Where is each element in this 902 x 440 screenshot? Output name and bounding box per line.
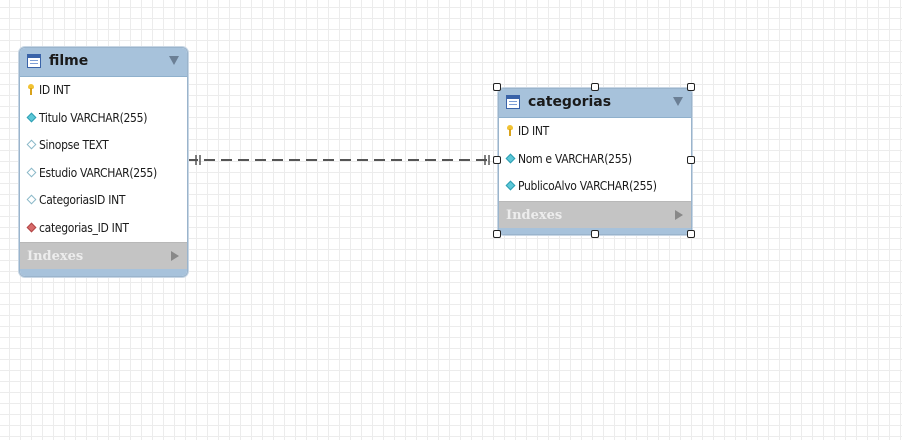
- column-row[interactable]: ID INT: [20, 77, 187, 105]
- column-label: ID INT: [39, 83, 70, 97]
- primary-key-icon: [28, 84, 34, 95]
- column-row[interactable]: Titulo VARCHAR(255): [20, 105, 187, 133]
- table-icon: [506, 95, 520, 109]
- column-row[interactable]: Nom e VARCHAR(255): [499, 146, 691, 174]
- column-row[interactable]: Estudio VARCHAR(255): [20, 160, 187, 188]
- primary-key-icon: [507, 125, 513, 136]
- resize-handle-bottom[interactable]: [591, 230, 599, 238]
- column-row[interactable]: categorias_ID INT: [20, 215, 187, 243]
- resize-handle-top-left[interactable]: [493, 83, 501, 91]
- resize-handle-bottom-left[interactable]: [493, 230, 501, 238]
- nullable-diamond-icon: [26, 167, 37, 177]
- column-label: CategoriasID INT: [39, 193, 126, 207]
- not-null-diamond-icon: [26, 112, 37, 122]
- table-title[interactable]: categorias: [528, 94, 612, 110]
- indexes-section[interactable]: Indexes: [499, 200, 691, 228]
- table-header[interactable]: filme: [20, 48, 187, 77]
- column-label: Estudio VARCHAR(255): [39, 165, 157, 180]
- expand-arrow-icon[interactable]: [675, 209, 683, 220]
- indexes-label: Indexes: [506, 207, 563, 223]
- column-row[interactable]: CategoriasID INT: [20, 187, 187, 215]
- indexes-label: Indexes: [27, 249, 84, 264]
- table-title[interactable]: filme: [49, 53, 89, 69]
- column-label: Nom e VARCHAR(255): [518, 151, 632, 166]
- resize-handle-left[interactable]: [493, 156, 501, 164]
- nullable-diamond-icon: [26, 194, 37, 205]
- table-filme[interactable]: filme ID INT Titulo VARCHAR(255) Sinopse…: [19, 47, 188, 277]
- foreign-key-diamond-icon: [26, 222, 37, 232]
- column-row[interactable]: Sinopse TEXT: [20, 132, 187, 160]
- not-null-diamond-icon: [505, 180, 516, 191]
- not-null-diamond-icon: [505, 153, 516, 163]
- expand-arrow-icon[interactable]: [171, 251, 179, 261]
- column-label: Sinopse TEXT: [39, 138, 109, 152]
- nullable-diamond-icon: [26, 139, 37, 150]
- resize-handle-top[interactable]: [591, 83, 599, 91]
- column-label: categorias_ID INT: [39, 220, 129, 235]
- column-row[interactable]: PublicoAlvo VARCHAR(255): [499, 173, 691, 201]
- table-header[interactable]: categorias: [499, 89, 691, 118]
- resize-handle-bottom-right[interactable]: [687, 230, 695, 238]
- column-label: ID INT: [518, 124, 549, 138]
- column-label: Titulo VARCHAR(255): [39, 110, 148, 125]
- column-label: PublicoAlvo VARCHAR(255): [518, 179, 657, 193]
- collapse-triangle-icon[interactable]: [169, 56, 179, 65]
- table-icon: [27, 54, 41, 68]
- collapse-triangle-icon[interactable]: [673, 97, 683, 106]
- indexes-section[interactable]: Indexes: [20, 242, 187, 269]
- resize-handle-top-right[interactable]: [687, 83, 695, 91]
- column-row[interactable]: ID INT: [499, 118, 691, 146]
- resize-handle-right[interactable]: [687, 156, 695, 164]
- table-footer: [20, 269, 187, 276]
- table-categorias[interactable]: categorias ID INT Nom e VARCHAR(255) Pub…: [498, 88, 692, 235]
